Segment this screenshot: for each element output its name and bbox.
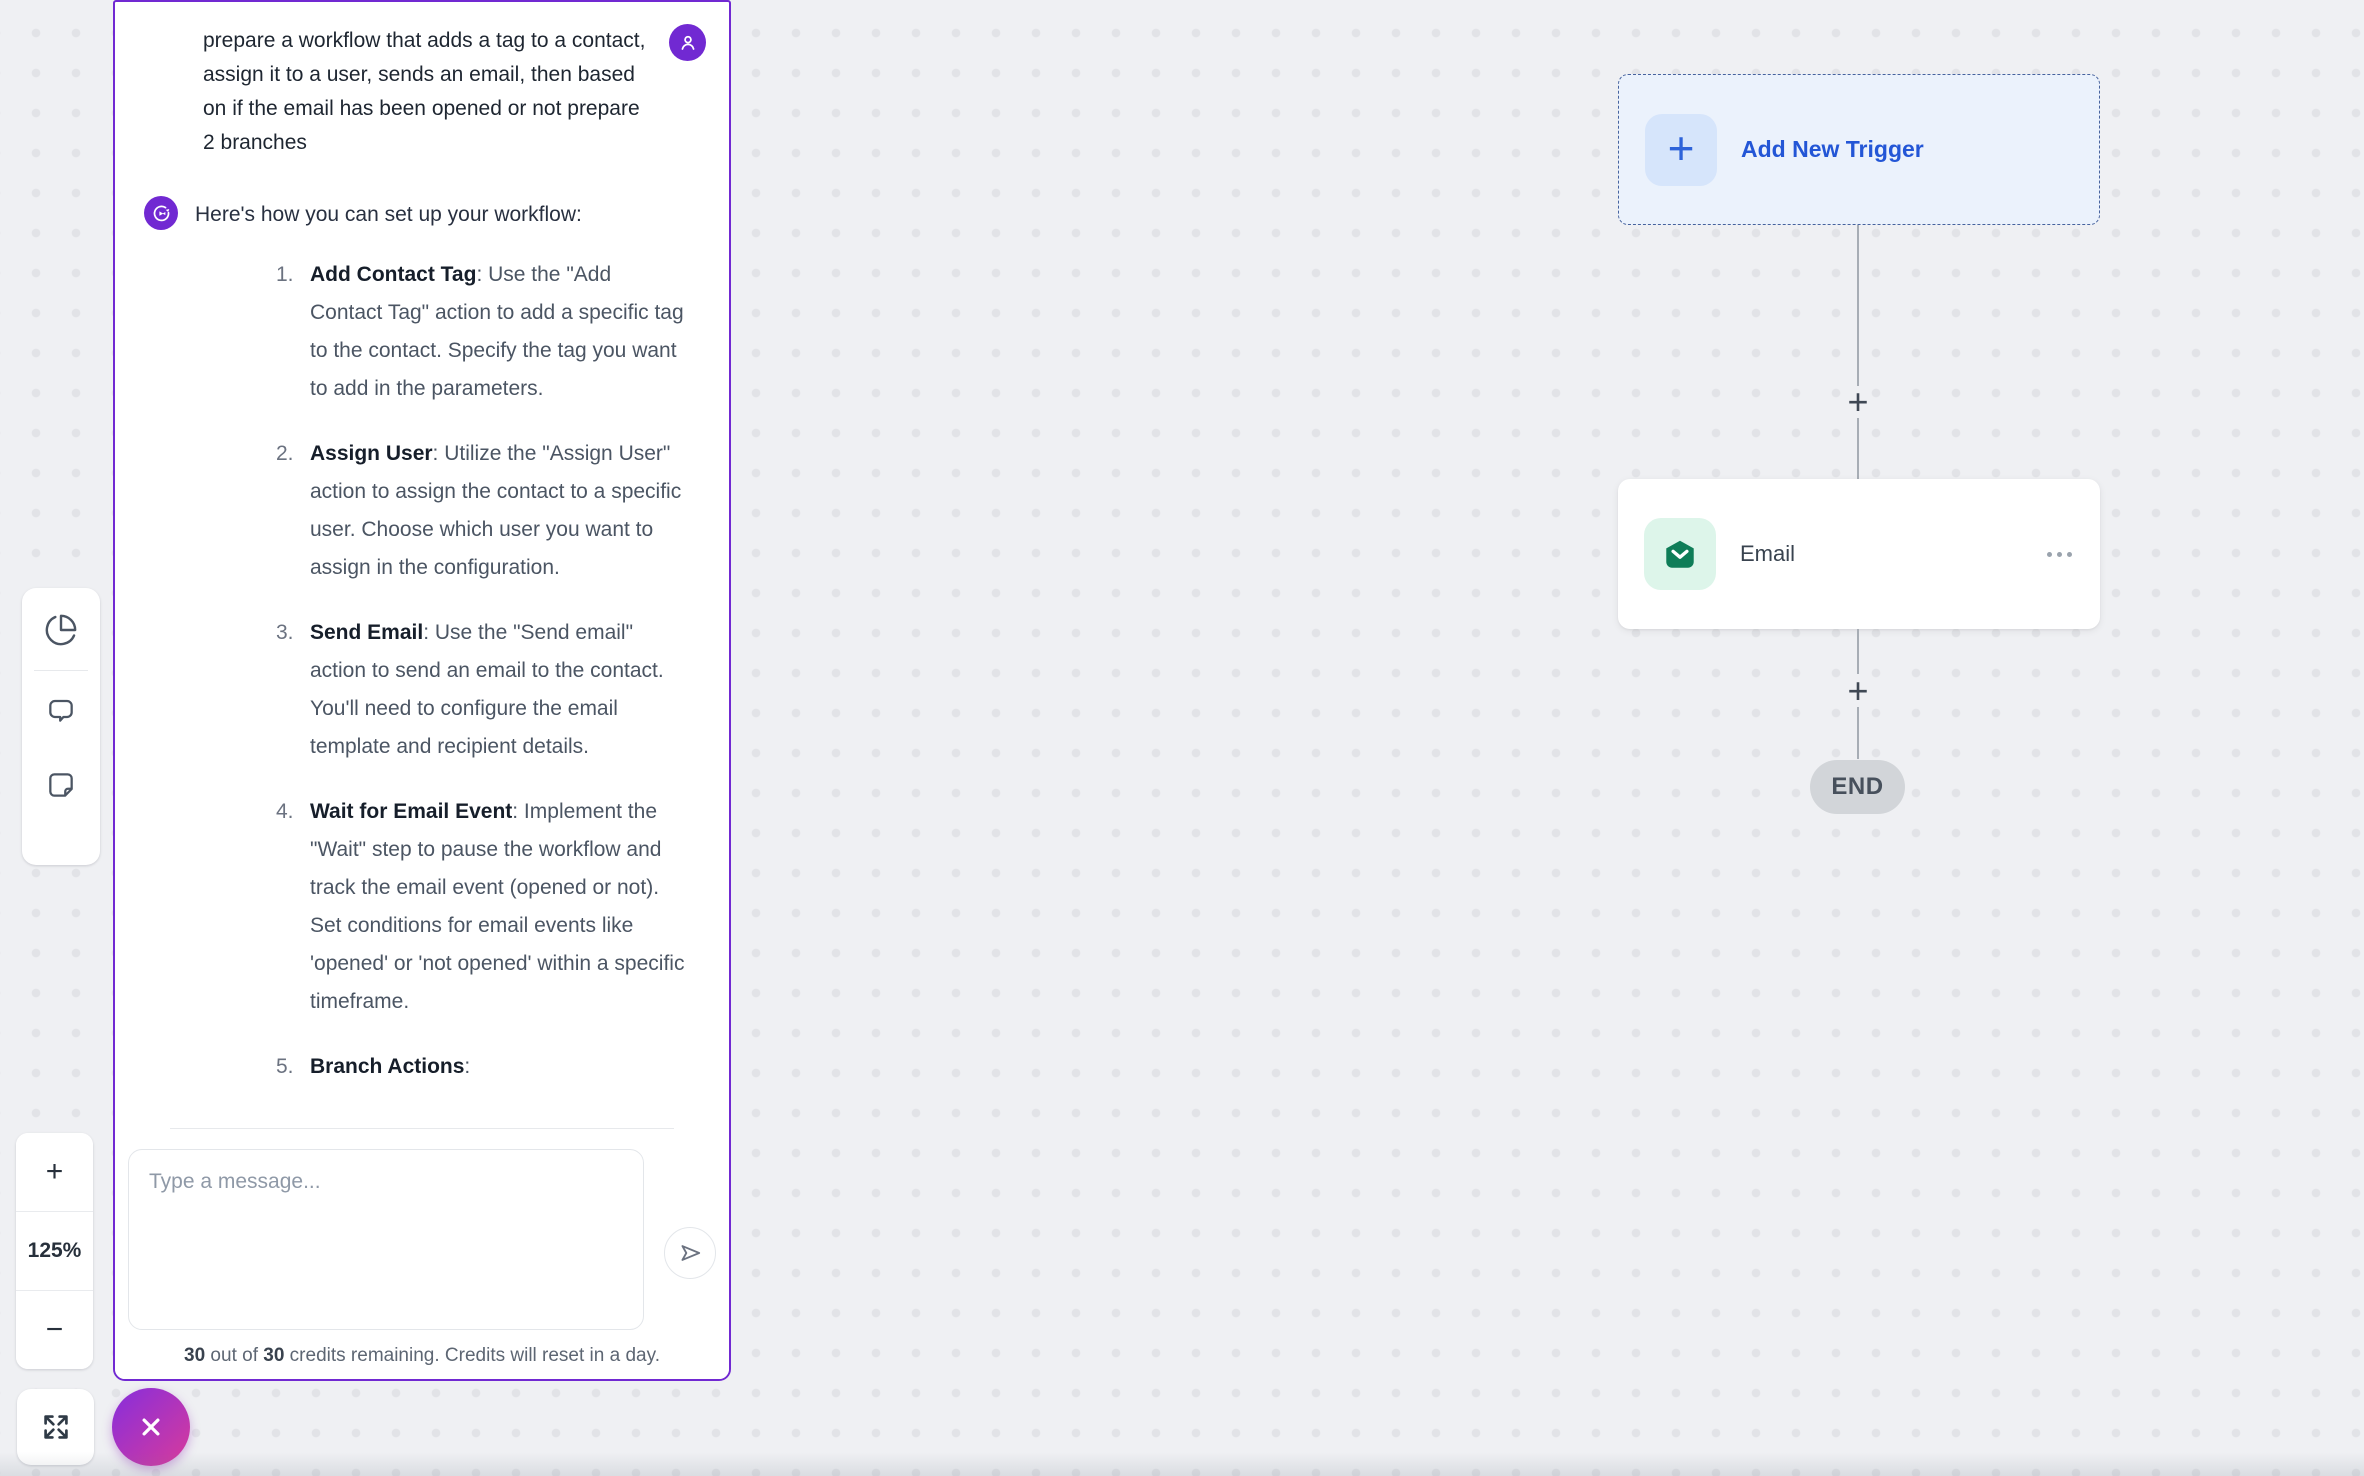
expand-icon <box>43 1415 68 1439</box>
ai-chat-panel: prepare a workflow that adds a tag to a … <box>113 0 731 1381</box>
zoom-in-button[interactable]: + <box>16 1133 93 1211</box>
email-action-node[interactable]: Email <box>1618 479 2100 629</box>
add-new-trigger-label: Add New Trigger <box>1741 136 1924 162</box>
zoom-controls: + 125% − <box>16 1133 93 1369</box>
step-item-2: 2.Assign User: Utilize the "Assign User"… <box>276 442 682 579</box>
email-icon <box>1644 518 1716 590</box>
chat-bubble-icon <box>49 699 73 722</box>
pie-chart-icon <box>45 614 77 646</box>
step-item-1: 1.Add Contact Tag: Use the "Add Contact … <box>276 263 684 400</box>
step-item-3: 3.Send Email: Use the "Send email" actio… <box>276 621 664 758</box>
plus-icon: + <box>1645 113 1717 186</box>
credits-status: 30 out of 30 credits remaining. Credits … <box>184 1345 660 1366</box>
user-avatar-icon <box>669 24 706 61</box>
divider <box>170 1128 674 1129</box>
send-button[interactable] <box>664 1226 716 1279</box>
add-step-button[interactable]: + <box>1847 381 1869 422</box>
divider <box>34 670 88 671</box>
connector-line <box>1857 418 1859 479</box>
node-options-icon[interactable] <box>2045 544 2074 565</box>
connector-line <box>1857 707 1859 759</box>
user-message: prepare a workflow that adds a tag to a … <box>115 2 729 160</box>
connector-line <box>1857 225 1859 386</box>
chat-button[interactable] <box>35 685 87 737</box>
step-item-4: 4.Wait for Email Event: Implement the "W… <box>276 800 685 1013</box>
workflow-steps-list: 1.Add Contact Tag: Use the "Add Contact … <box>115 256 729 1086</box>
connector-line <box>1857 629 1859 674</box>
chat-input-area: 30 out of 30 credits remaining. Credits … <box>115 1128 729 1379</box>
assistant-avatar-icon <box>144 196 178 230</box>
sticky-note-icon <box>49 773 73 797</box>
side-toolbar <box>22 588 100 865</box>
end-node: END <box>1810 760 1905 814</box>
close-chat-button[interactable] <box>112 1388 190 1466</box>
zoom-level-indicator: 125% <box>16 1211 93 1290</box>
add-new-trigger-node[interactable]: + Add New Trigger <box>1618 74 2100 225</box>
zoom-out-button[interactable]: − <box>16 1290 93 1369</box>
analytics-button[interactable] <box>35 604 87 656</box>
assistant-message: Here's how you can set up your workflow: <box>115 160 729 232</box>
message-input[interactable] <box>128 1149 644 1330</box>
add-step-button[interactable]: + <box>1847 670 1869 711</box>
notes-button[interactable] <box>35 759 87 811</box>
fit-to-screen-button[interactable] <box>17 1389 94 1465</box>
user-message-text: prepare a workflow that adds a tag to a … <box>203 29 646 154</box>
close-icon <box>142 1418 160 1436</box>
send-icon <box>681 1244 701 1261</box>
step-item-5: 5.Branch Actions: <box>276 1055 471 1078</box>
email-node-label: Email <box>1740 541 1796 566</box>
assistant-intro-text: Here's how you can set up your workflow: <box>195 203 582 226</box>
